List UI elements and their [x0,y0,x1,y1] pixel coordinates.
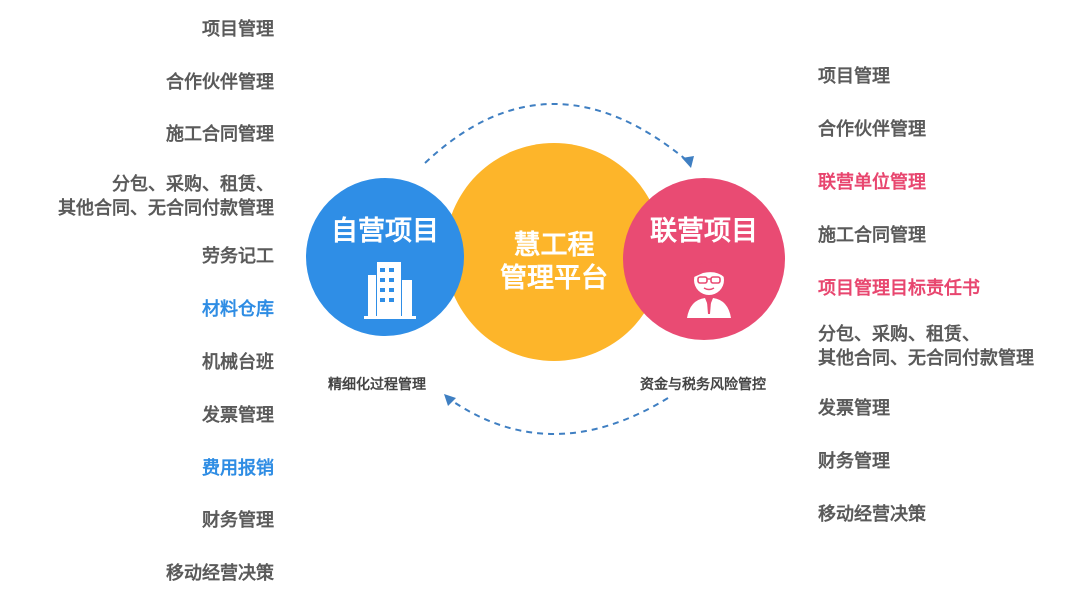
right-list-item-line: 项目管理 [818,66,890,87]
right-list-item: 项目管理 [818,65,890,89]
left-list-item: 劳务记工 [202,245,274,269]
right-list-item-line: 财务管理 [818,451,890,472]
right-list-item-line: 合作伙伴管理 [818,119,926,140]
right-caption: 资金与税务风险管控 [640,377,766,393]
left-list-item: 移动经营决策 [166,562,274,586]
left-list-item-line: 合作伙伴管理 [166,72,274,93]
left-list-item: 机械台班 [202,351,274,375]
left-list-item: 项目管理 [202,18,274,42]
right-list-item: 分包、采购、租赁、其他合同、无合同付款管理 [818,323,1034,371]
right-list-item: 财务管理 [818,450,890,474]
platform-title-line2: 管理平台 [500,263,608,294]
right-list-item-line: 发票管理 [818,398,890,419]
left-list-item-line: 费用报销 [202,458,274,479]
top-arrowhead [682,156,694,168]
right-list-item-line: 分包、采购、租赁、 [818,324,980,345]
right-list-item-line: 其他合同、无合同付款管理 [818,348,1034,369]
left-list-item-line: 财务管理 [202,510,274,531]
left-list-item-line: 移动经营决策 [166,563,274,584]
left-list-item-line: 施工合同管理 [166,124,274,145]
right-list-item-line: 移动经营决策 [818,504,926,525]
left-feature-list: 项目管理合作伙伴管理施工合同管理分包、采购、租赁、其他合同、无合同付款管理劳务记… [0,0,274,608]
right-list-item: 项目管理目标责任书 [818,277,980,301]
left-list-item-line: 项目管理 [202,19,274,40]
left-list-item: 合作伙伴管理 [166,71,274,95]
bottom-arrowhead [444,394,456,406]
right-list-item: 施工合同管理 [818,224,926,248]
platform-title-line1: 慧工程 [513,230,595,261]
right-feature-list: 项目管理合作伙伴管理联营单位管理施工合同管理项目管理目标责任书分包、采购、租赁、… [818,0,1080,608]
right-list-item: 移动经营决策 [818,503,926,527]
right-list-item-line: 施工合同管理 [818,225,926,246]
right-list-item: 发票管理 [818,397,890,421]
left-list-item-line: 材料仓库 [202,299,274,320]
left-list-item-line: 机械台班 [202,352,274,373]
right-list-item-line: 项目管理目标责任书 [818,278,980,299]
bottom-arc-arrow [447,397,669,435]
businessman-icon [687,262,731,318]
building-icon [364,262,416,319]
right-list-item: 联营单位管理 [818,171,926,195]
self-operated-title: 自营项目 [331,216,439,247]
left-list-item: 分包、采购、租赁、其他合同、无合同付款管理 [58,173,274,221]
left-list-item: 财务管理 [202,509,274,533]
left-list-item-line: 劳务记工 [202,246,274,267]
joint-operated-title: 联营项目 [650,216,758,247]
left-list-item-line: 其他合同、无合同付款管理 [58,198,274,219]
left-caption: 精细化过程管理 [328,377,426,393]
left-list-item: 施工合同管理 [166,123,274,147]
left-list-item-line: 发票管理 [202,405,274,426]
right-list-item: 合作伙伴管理 [818,118,926,142]
left-list-item: 发票管理 [202,404,274,428]
right-list-item-line: 联营单位管理 [818,172,926,193]
left-list-item: 费用报销 [202,457,274,481]
top-arc-arrow [424,103,691,164]
left-list-item: 材料仓库 [202,298,274,322]
left-list-item-line: 分包、采购、租赁、 [112,174,274,195]
